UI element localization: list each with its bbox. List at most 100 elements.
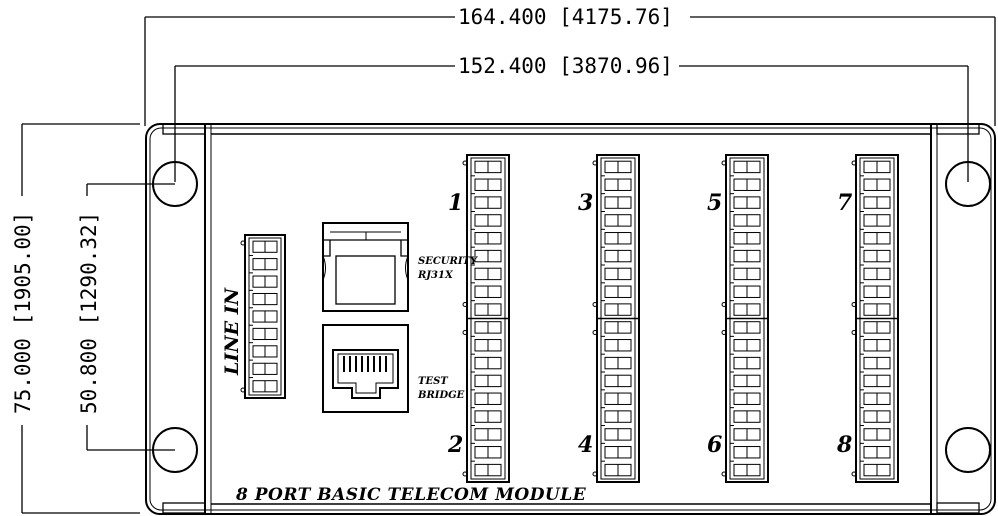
- terminal-contact: [601, 353, 632, 370]
- terminal-contact: [730, 228, 761, 245]
- mounting-hole-top-left: [152, 161, 198, 207]
- terminal-contact: [249, 377, 278, 393]
- terminal-contact: [471, 264, 502, 281]
- security-rj31x-jack: [322, 222, 409, 312]
- terminal-contact: [471, 211, 502, 227]
- terminal-contact: [730, 460, 761, 477]
- terminal-contact: [601, 425, 632, 441]
- terminal-contact: [249, 289, 278, 306]
- terminal-contact: [730, 335, 761, 352]
- terminal-contact: [471, 246, 502, 263]
- terminal-contact: [730, 193, 761, 209]
- terminal-contact: [860, 193, 891, 209]
- terminal-contact: [860, 442, 891, 459]
- terminal-contact: [471, 228, 502, 245]
- terminal-contact: [601, 246, 632, 263]
- module-body: [145, 123, 996, 515]
- terminal-contact: [471, 318, 502, 334]
- port-number-3: 3: [578, 190, 593, 216]
- terminal-contact: [860, 264, 891, 281]
- terminal-contact: [860, 353, 891, 370]
- port-number-1: 1: [448, 190, 463, 216]
- terminal-block-ports-7-8: [851, 154, 899, 483]
- terminal-contact: [471, 157, 502, 174]
- terminal-contact: [601, 228, 632, 245]
- terminal-contact: [730, 318, 761, 334]
- mounting-hole-top-right: [945, 161, 991, 207]
- terminal-contact: [471, 371, 502, 388]
- bridge-label: BRIDGE: [417, 390, 465, 401]
- terminal-contact: [601, 318, 632, 334]
- terminal-contact: [249, 272, 278, 288]
- terminal-contact: [860, 157, 891, 174]
- terminal-contact: [471, 460, 502, 477]
- terminal-contact: [730, 264, 761, 281]
- terminal-contact: [730, 157, 761, 174]
- terminal-contact: [601, 193, 632, 209]
- terminal-contact: [601, 442, 632, 459]
- overall-height-dimension: [21, 123, 140, 514]
- terminal-contact: [249, 254, 278, 271]
- terminal-contact: [601, 300, 632, 316]
- terminal-contact: [860, 300, 891, 316]
- terminal-contact: [471, 193, 502, 209]
- overall-height-label: 75.000 [1905.00]: [11, 212, 35, 414]
- terminal-contact: [860, 407, 891, 423]
- terminal-contact: [249, 307, 278, 323]
- terminal-contact: [730, 389, 761, 405]
- terminal-contact: [601, 460, 632, 477]
- terminal-contact: [249, 359, 278, 375]
- terminal-contact: [860, 425, 891, 441]
- terminal-contact: [730, 175, 761, 191]
- terminal-contact: [730, 371, 761, 388]
- terminal-contact: [860, 318, 891, 334]
- terminal-contact: [471, 282, 502, 298]
- terminal-block-ports-3-4: [592, 154, 640, 483]
- hole-spacing-height-label: 50.800 [1290.32]: [77, 212, 101, 414]
- terminal-contact: [601, 371, 632, 388]
- test-bridge-jack: [322, 324, 409, 413]
- terminal-contact: [471, 442, 502, 459]
- hole-spacing-height-dimension: [86, 183, 175, 451]
- terminal-contact: [471, 175, 502, 191]
- module-title: 8 PORT BASIC TELECOM MODULE: [235, 485, 587, 505]
- terminal-contact: [860, 246, 891, 263]
- terminal-block-ports-1-2: [462, 154, 510, 483]
- terminal-contact: [860, 228, 891, 245]
- terminal-contact: [601, 335, 632, 352]
- terminal-contact: [249, 342, 278, 358]
- terminal-contact: [471, 407, 502, 423]
- port-number-5: 5: [707, 190, 722, 216]
- terminal-contact: [471, 353, 502, 370]
- overall-width-dimension: [144, 16, 996, 126]
- port-number-2: 2: [447, 432, 463, 458]
- hole-spacing-width-label: 152.400 [3870.96]: [458, 54, 673, 78]
- line-in-label: LINE IN: [221, 287, 243, 376]
- terminal-contact: [860, 282, 891, 298]
- mounting-hole-bottom-right: [945, 427, 991, 473]
- test-label: TEST: [418, 376, 449, 387]
- terminal-contact: [730, 407, 761, 423]
- terminal-contact: [601, 175, 632, 191]
- mounting-hole-bottom-left: [152, 427, 198, 473]
- security-label: SECURITY: [418, 256, 478, 267]
- terminal-contact: [601, 211, 632, 227]
- terminal-contact: [471, 389, 502, 405]
- terminal-contact: [860, 335, 891, 352]
- terminal-contact: [730, 246, 761, 263]
- terminal-contact: [860, 460, 891, 477]
- terminal-contact: [730, 211, 761, 227]
- terminal-contact: [471, 335, 502, 352]
- terminal-contact: [601, 389, 632, 405]
- terminal-contact: [249, 324, 278, 341]
- terminal-contact: [860, 389, 891, 405]
- terminal-contact: [601, 157, 632, 174]
- line-in-terminal-block: [240, 234, 286, 399]
- port-number-4: 4: [578, 432, 593, 458]
- port-number-6: 6: [707, 432, 722, 458]
- terminal-contact: [730, 353, 761, 370]
- terminal-contact: [249, 237, 278, 253]
- terminal-contact: [730, 425, 761, 441]
- terminal-contact: [471, 425, 502, 441]
